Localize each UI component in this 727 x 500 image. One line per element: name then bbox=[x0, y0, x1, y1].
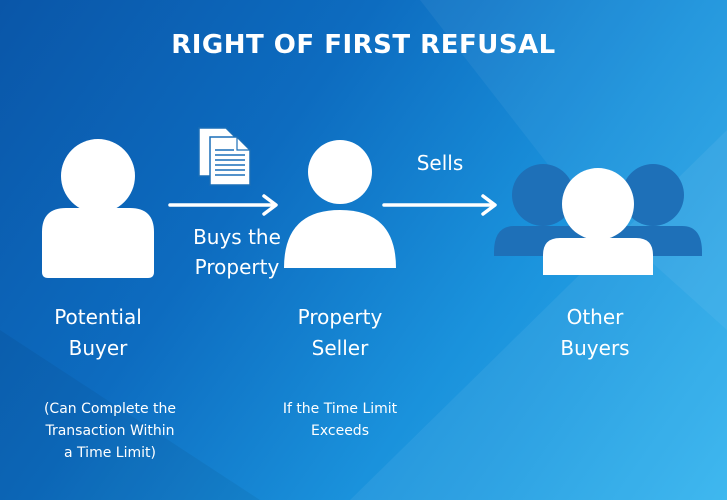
others-label-line-1: Other bbox=[566, 305, 624, 329]
buy-label-line-1: Buys the bbox=[193, 225, 281, 249]
group-icon bbox=[494, 164, 702, 275]
sell-arrow-label: Sells bbox=[416, 151, 464, 175]
seller-note-line-2: Exceeds bbox=[311, 423, 369, 439]
buyer-note-line-2: Transaction Within bbox=[45, 423, 175, 439]
buy-arrow bbox=[168, 194, 278, 216]
seller-label-line-2: Seller bbox=[311, 336, 369, 360]
sell-arrow bbox=[382, 194, 497, 216]
buyer-label-line-2: Buyer bbox=[68, 336, 128, 360]
buy-label-line-2: Property bbox=[194, 255, 280, 279]
others-label: Other Buyers bbox=[515, 302, 675, 364]
buyer-note: (Can Complete the Transaction Within a T… bbox=[20, 398, 200, 464]
buyer-label: Potential Buyer bbox=[18, 302, 178, 364]
buyer-person-icon bbox=[42, 139, 154, 278]
seller-label: Property Seller bbox=[260, 302, 420, 364]
documents-icon bbox=[198, 127, 251, 186]
buyer-note-line-3: a Time Limit) bbox=[64, 445, 156, 461]
buyer-label-line-1: Potential bbox=[54, 305, 142, 329]
buy-arrow-label: Buys the Property bbox=[168, 222, 306, 282]
diagram-title: RIGHT OF FIRST REFUSAL bbox=[171, 30, 556, 60]
buyer-note-line-1: (Can Complete the bbox=[43, 401, 177, 417]
others-label-line-2: Buyers bbox=[560, 336, 630, 360]
seller-label-line-1: Property bbox=[297, 305, 383, 329]
seller-note: If the Time Limit Exceeds bbox=[260, 398, 420, 442]
seller-person-icon bbox=[284, 140, 396, 268]
seller-note-line-1: If the Time Limit bbox=[282, 401, 398, 417]
